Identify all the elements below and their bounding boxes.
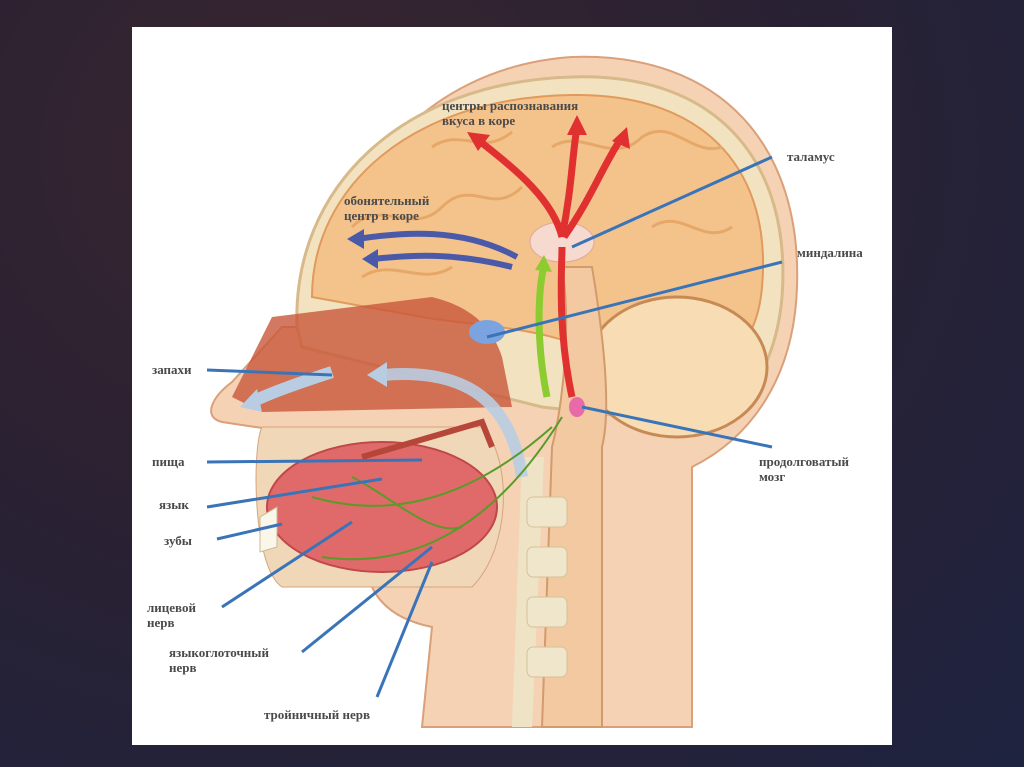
amygdala bbox=[469, 320, 505, 344]
label-olfactory-center: обонятельный центр в коре bbox=[344, 193, 429, 223]
label-taste-centers: центры распознавания вкуса в коре bbox=[442, 98, 578, 128]
label-line: лицевой bbox=[147, 600, 196, 615]
cerebellum bbox=[585, 295, 769, 439]
anatomy-figure: центры распознавания вкуса в коре обонят… bbox=[132, 27, 892, 745]
label-trigeminal-nerve: тройничный нерв bbox=[264, 707, 370, 722]
label-line: обонятельный bbox=[344, 193, 430, 208]
label-glossopharyngeal-nerve: языкоглоточный нерв bbox=[169, 645, 269, 675]
label-line: нерв bbox=[147, 615, 175, 630]
label-line: продолговатый bbox=[759, 454, 850, 469]
label-line: нерв bbox=[169, 660, 197, 675]
label-line: вкуса в коре bbox=[442, 113, 516, 128]
label-amygdala: миндалина bbox=[797, 245, 863, 260]
label-food: пища bbox=[152, 454, 185, 469]
teeth bbox=[259, 506, 278, 553]
label-thalamus: таламус bbox=[787, 149, 835, 164]
label-line: языкоглоточный bbox=[169, 645, 269, 660]
label-tongue: язык bbox=[159, 497, 189, 512]
label-line: мозг bbox=[759, 469, 786, 484]
label-teeth: зубы bbox=[164, 533, 192, 548]
label-line: центр в коре bbox=[344, 208, 419, 223]
label-facial-nerve: лицевой нерв bbox=[147, 600, 196, 630]
head-cross-section-illustration bbox=[206, 55, 799, 728]
label-smells: запахи bbox=[152, 362, 192, 377]
label-medulla: продолговатый мозг bbox=[759, 454, 849, 484]
label-line: центры распознавания bbox=[442, 98, 579, 113]
